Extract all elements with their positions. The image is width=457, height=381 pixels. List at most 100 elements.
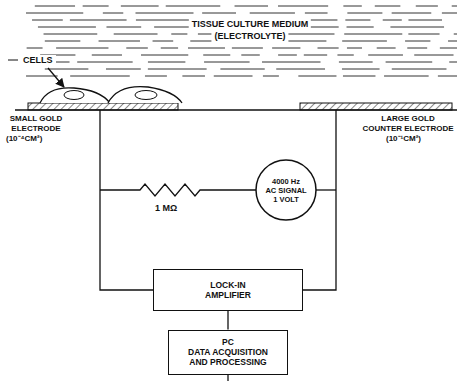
medium-dash [337, 55, 353, 56]
medium-dash [92, 55, 122, 56]
medium-dash [390, 27, 444, 28]
medium-dash [135, 13, 193, 14]
medium-dash [77, 62, 132, 63]
medium-dash [250, 13, 295, 14]
medium-dash [241, 55, 259, 56]
medium-dash [383, 20, 402, 21]
connector [227, 311, 228, 330]
medium-dash [202, 13, 236, 14]
medium-dash [106, 27, 141, 28]
medium-dash [347, 13, 382, 14]
medium-dash [204, 62, 250, 63]
medium-dash [38, 27, 96, 28]
medium-dash [262, 62, 321, 63]
medium-dash [377, 48, 396, 49]
medium-dash [126, 48, 148, 49]
medium-dash [99, 41, 140, 42]
medium-dash [408, 20, 442, 21]
cell-nucleus [64, 91, 84, 100]
medium-dash [148, 62, 185, 63]
medium-dash [45, 69, 89, 70]
medium-dash [171, 34, 187, 35]
signal-source: 4000 HzAC SIGNAL1 VOLT [255, 159, 317, 221]
electrode-label: LARGE GOLD COUNTER ELECTRODE [362, 114, 454, 133]
medium-dash [347, 27, 374, 28]
medium-dash [414, 55, 453, 56]
medium-dash [103, 13, 123, 14]
medium-dash [408, 34, 439, 35]
medium-dash [182, 76, 205, 77]
medium-dash [344, 34, 402, 35]
medium-dash [416, 6, 438, 7]
medium-dash [70, 20, 127, 21]
cell [40, 88, 110, 103]
medium-dash [343, 76, 376, 77]
medium-dash [106, 69, 141, 70]
area-label: (10⁻¹CM²) [386, 134, 421, 144]
medium-dash [136, 20, 191, 21]
resistor-symbol [100, 184, 256, 196]
medium-dash [339, 62, 373, 63]
medium-dash [343, 6, 361, 7]
cells-arrow [48, 68, 64, 87]
medium-dash [153, 41, 174, 42]
medium-dash [45, 41, 81, 42]
medium-dash [347, 48, 362, 49]
medium-dash [375, 6, 401, 7]
node-text: AC SIGNAL [265, 186, 306, 195]
medium-dash [392, 69, 447, 70]
medium-dash [278, 55, 297, 56]
medium-dash [454, 34, 457, 35]
node-text: LOCK-IN AMPLIFIER [192, 280, 264, 300]
medium-label: TISSUE CULTURE MEDIUM [189, 19, 311, 30]
medium-dash [318, 48, 339, 49]
medium-dash [263, 76, 279, 77]
medium-dash [26, 13, 83, 14]
cell-nucleus [135, 91, 157, 100]
node-text: 1 VOLT [273, 195, 299, 204]
lock-in-box: LOCK-IN AMPLIFIER [153, 269, 303, 311]
medium-label: (ELECTROLYTE) [211, 31, 288, 42]
medium-dash [154, 27, 189, 28]
medium-dash [405, 41, 430, 42]
medium-dash [114, 34, 158, 35]
medium-dash [26, 76, 58, 77]
area-label: (10⁻⁴CM²) [6, 134, 42, 144]
medium-dash [305, 13, 328, 14]
medium-dash [121, 6, 159, 7]
medium-dash [44, 34, 98, 35]
medium-dash [145, 76, 167, 77]
medium-dash [35, 6, 75, 7]
medium-dash [386, 62, 433, 63]
source-wire [316, 189, 336, 190]
medium-dash [188, 48, 225, 49]
wires [100, 110, 336, 381]
medium-dash [286, 34, 334, 35]
medium-dash [368, 55, 403, 56]
medium-dash [232, 48, 263, 49]
counter-electrode [300, 103, 452, 110]
medium-dash [298, 76, 336, 77]
medium-dash [448, 41, 457, 42]
medium-dash [449, 62, 457, 63]
leader-line [8, 60, 18, 61]
medium-dash [438, 76, 457, 77]
medium-dash [278, 6, 328, 7]
medium-dash [214, 76, 253, 77]
medium-dash [235, 6, 268, 7]
electrode-label: SMALL GOLD ELECTRODE [4, 114, 68, 133]
medium-dash [276, 69, 325, 70]
medium-dash [407, 48, 427, 49]
medium-dash [141, 55, 188, 56]
medium-dashes [26, 6, 457, 76]
medium-dash [342, 69, 380, 70]
output-line [227, 375, 228, 381]
medium-dash [452, 6, 457, 7]
medium-dash [440, 48, 457, 49]
medium-dash [342, 41, 387, 42]
pc-box: PCDATA ACQUISITION AND PROCESSING [168, 330, 288, 375]
node-text: PC [222, 337, 234, 347]
node-text: DATA ACQUISITION AND PROCESSING [178, 347, 278, 367]
node-text: 4000 Hz [272, 177, 300, 186]
